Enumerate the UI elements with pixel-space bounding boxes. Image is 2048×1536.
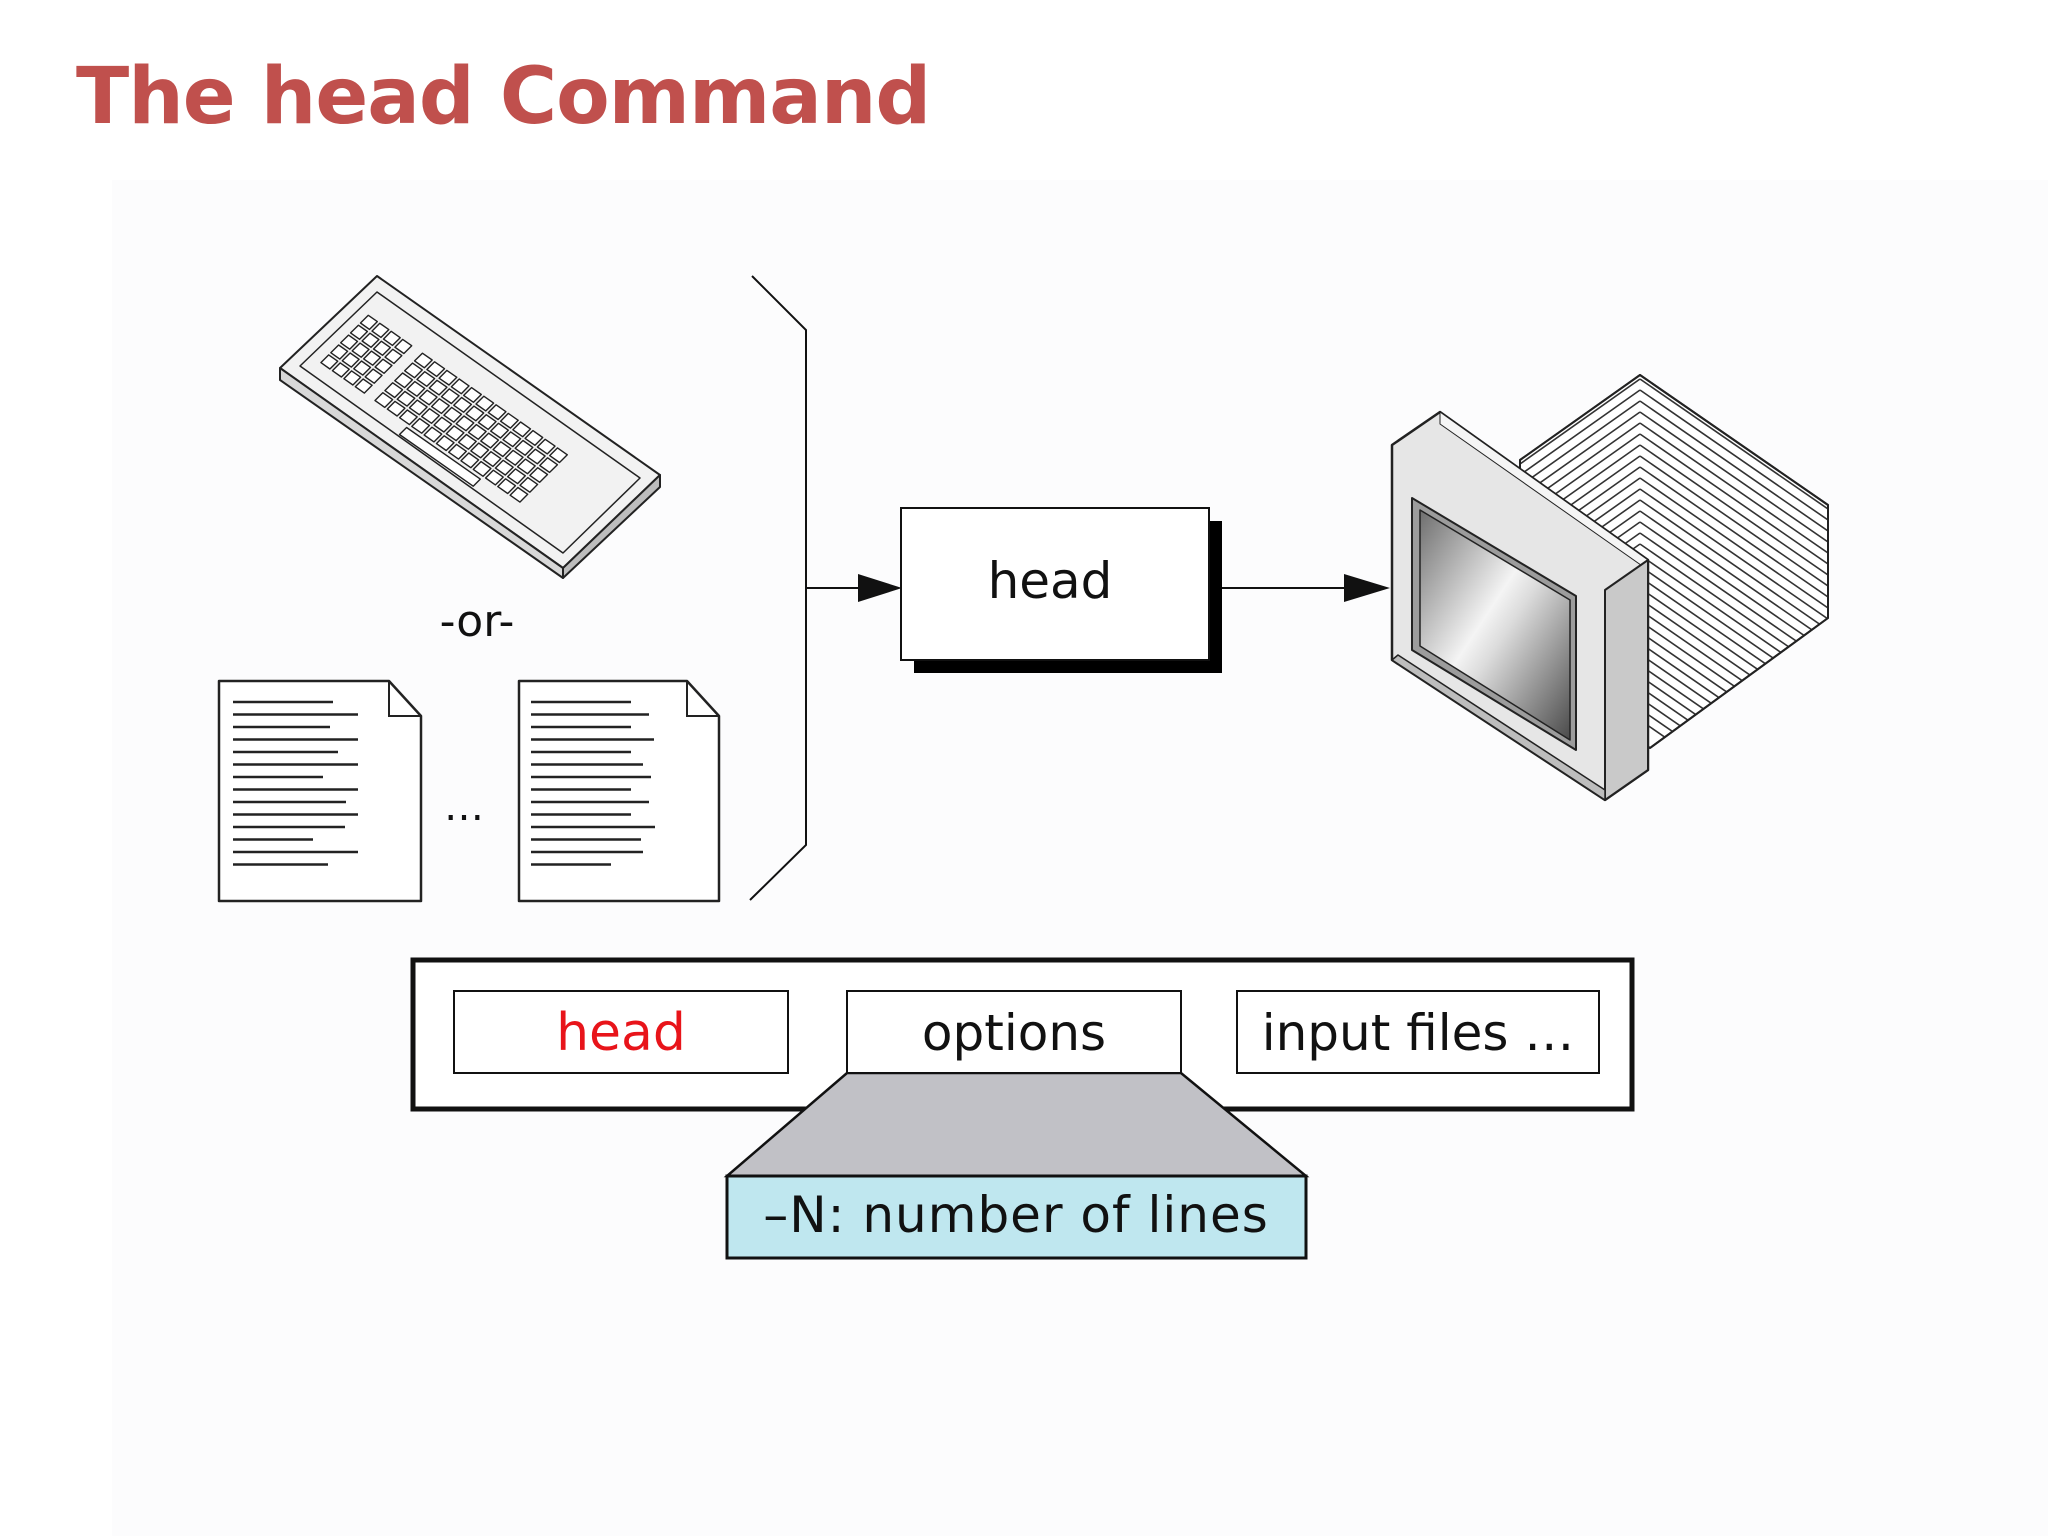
syntax-input-files: input files … (1262, 1004, 1575, 1062)
document-icon (217, 679, 423, 903)
syntax-command: head (556, 1003, 686, 1063)
monitor-icon (1390, 374, 1829, 802)
command-syntax-box: head options input files … –N: number of… (410, 957, 1635, 1260)
ellipsis-label: … (444, 784, 484, 830)
keyboard-icon (279, 275, 661, 579)
option-detail: –N: number of lines (763, 1186, 1269, 1244)
arrow-to-process (806, 574, 902, 602)
input-bracket (749, 275, 807, 901)
process-label: head (988, 552, 1113, 610)
head-process-box: head (900, 507, 1222, 673)
syntax-options: options (922, 1004, 1106, 1062)
arrow-to-output (1222, 574, 1390, 602)
or-label: -or- (440, 596, 515, 647)
slide-title: The head Command (76, 52, 931, 142)
document-icon (517, 679, 721, 903)
